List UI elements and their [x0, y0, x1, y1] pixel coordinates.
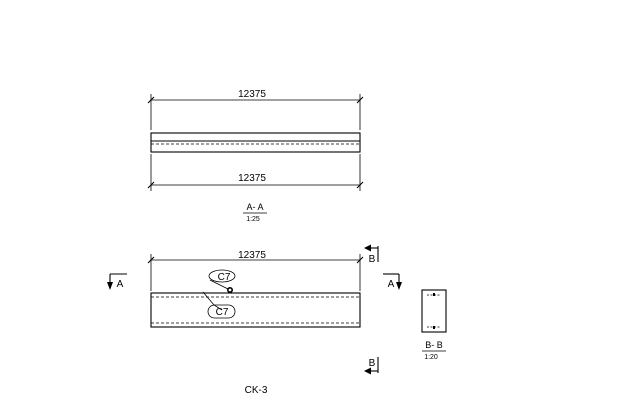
elevation-dimension-top: 12375 — [147, 89, 364, 130]
section-a-scale-text: 1:25 — [246, 216, 260, 223]
section-a-title-text: A- A — [246, 202, 263, 212]
tag-lower: C7 — [202, 291, 236, 319]
section-cut-a-right: A — [383, 273, 402, 290]
section-b-title: B- B 1:20 — [422, 340, 446, 361]
drawing-label: CK-3 — [245, 385, 268, 396]
tag-upper-text: C7 — [218, 272, 231, 283]
tag-upper: C7 — [208, 269, 236, 290]
plan-view: 12375 C7 C7 A — [107, 244, 402, 375]
section-cut-a-left: A — [107, 273, 127, 290]
section-a-title: A- A 1:25 — [243, 202, 267, 223]
elevation-beam — [150, 132, 361, 153]
section-cut-b-bottom: B — [364, 357, 379, 375]
section-b-title-text: B- B — [425, 340, 443, 350]
plan-dim-top-text: 12375 — [238, 250, 266, 261]
plan-dimension-top: 12375 — [147, 250, 364, 291]
tag-lower-text: C7 — [216, 307, 229, 318]
cut-top-label: B — [369, 254, 376, 265]
elevation-dim-bottom-text: 12375 — [238, 173, 266, 184]
section-cut-b-top: B — [364, 244, 379, 265]
section-b-scale-text: 1:20 — [424, 354, 438, 361]
cut-right-label: A — [388, 279, 395, 290]
cut-bottom-label: B — [369, 358, 376, 369]
elevation-dim-top-text: 12375 — [238, 89, 266, 100]
connection-point-icon — [227, 287, 233, 293]
section-b-view: B- B 1:20 — [421, 289, 447, 361]
elevation-view: 12375 12375 A- A 1:25 — [147, 89, 364, 223]
cut-left-label: A — [117, 279, 124, 290]
plan-beam — [150, 292, 361, 328]
elevation-dimension-bottom: 12375 — [147, 154, 364, 191]
